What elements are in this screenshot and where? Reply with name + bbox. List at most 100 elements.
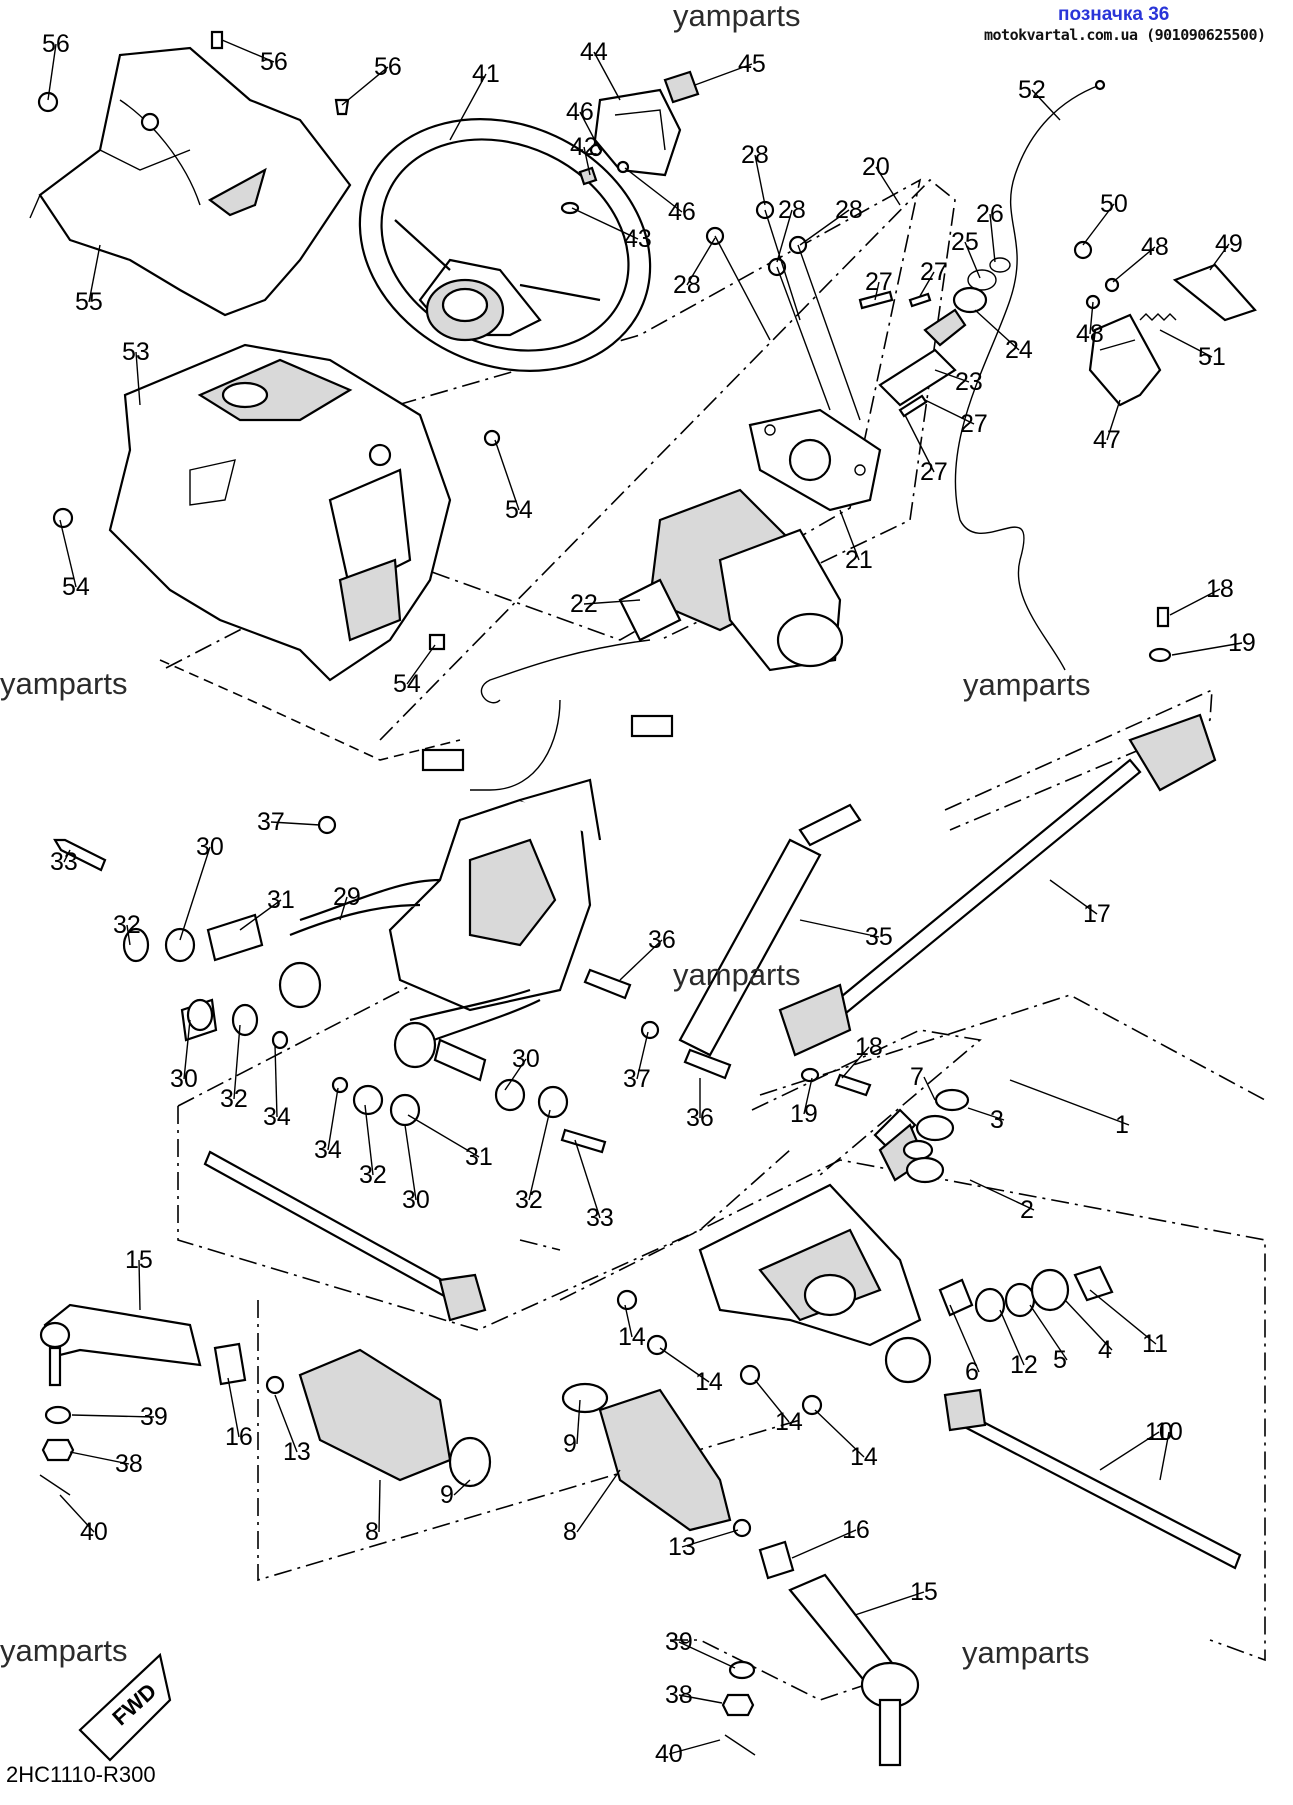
callout-5: 5	[1053, 1346, 1067, 1374]
leader-line-39	[678, 1641, 736, 1669]
callout-34: 34	[314, 1136, 342, 1164]
leader-line-14	[659, 1347, 710, 1383]
leader-line-10	[1159, 1431, 1170, 1481]
leader-line-19	[803, 1077, 813, 1115]
bolt-part-27	[858, 290, 932, 418]
callout-16: 16	[225, 1423, 253, 1451]
watermark-bottom-left: yamparts	[0, 1633, 128, 1668]
leader-line-29	[339, 896, 348, 921]
callout-14: 14	[695, 1368, 723, 1396]
callout-28: 28	[778, 196, 806, 224]
leader-line-45	[694, 63, 753, 86]
spring-part-51	[1139, 313, 1177, 321]
callout-40: 40	[80, 1518, 108, 1546]
bolt-part-33	[53, 838, 607, 1154]
leader-line-31	[239, 899, 282, 931]
callout-21: 21	[845, 546, 873, 574]
watermark-top: yamparts	[673, 0, 801, 33]
leader-line-54	[406, 644, 436, 685]
leader-line-48	[1089, 301, 1094, 335]
steering-rack-part-1	[698, 1108, 932, 1384]
callout-54: 54	[505, 496, 533, 524]
callout-14: 14	[618, 1323, 646, 1351]
leader-line-22	[583, 599, 641, 605]
callout-28: 28	[673, 271, 701, 299]
leader-line-49	[1209, 243, 1230, 271]
callout-6: 6	[965, 1358, 979, 1386]
callout-7: 7	[910, 1063, 924, 1091]
leader-line-17	[1049, 879, 1098, 915]
leader-line-40	[668, 1739, 721, 1755]
column-mount-bracket	[278, 778, 602, 1069]
upper-cover-part-55	[29, 46, 352, 317]
callout-28: 28	[741, 141, 769, 169]
watermark-bottom-right: yamparts	[962, 1635, 1090, 1670]
eps-unit-part-22	[421, 488, 844, 791]
leader-line-56	[341, 66, 389, 106]
callout-25: 25	[951, 228, 979, 256]
callout-8: 8	[365, 1518, 379, 1546]
leader-line-30	[183, 1019, 191, 1080]
leader-line-54	[494, 439, 520, 511]
leader-line-36	[619, 939, 663, 981]
callout-33: 33	[586, 1204, 614, 1232]
leader-line-30	[404, 1124, 417, 1201]
callout-36: 36	[648, 926, 676, 954]
callout-32: 32	[515, 1186, 543, 1214]
leader-line-38	[69, 1451, 130, 1465]
callout-41: 41	[472, 60, 500, 88]
callout-30: 30	[402, 1186, 430, 1214]
leader-line-37	[636, 1031, 649, 1080]
leader-line-28	[799, 209, 850, 246]
callout-29: 29	[333, 883, 361, 911]
leader-line-11	[1089, 1289, 1157, 1345]
callout-22: 22	[570, 590, 598, 618]
leader-line-31	[407, 1114, 480, 1158]
leader-line-30	[504, 1058, 527, 1091]
leader-line-35	[799, 919, 880, 938]
callout-52: 52	[1018, 76, 1046, 104]
leader-line-18	[1169, 588, 1221, 616]
circlip-part-25-26	[967, 257, 1011, 291]
callout-30: 30	[512, 1045, 540, 1073]
callout-3: 3	[990, 1106, 1004, 1134]
callout-43: 43	[624, 225, 652, 253]
leader-line-32	[126, 924, 131, 946]
leader-line-54	[59, 519, 77, 588]
callout-40: 40	[655, 1740, 683, 1768]
leader-line-8	[378, 1479, 381, 1533]
leader-line-14	[624, 1304, 633, 1338]
callout-23: 23	[955, 368, 983, 396]
leader-line-5	[1029, 1304, 1068, 1361]
callout-47: 47	[1093, 426, 1121, 454]
leader-line-16	[227, 1377, 240, 1438]
leader-line-23	[934, 369, 970, 383]
bolt-part-28	[705, 200, 861, 421]
callout-45: 45	[738, 50, 766, 78]
leader-line-14	[814, 1409, 865, 1458]
leader-line-26	[989, 213, 996, 263]
tie-rod-part-10	[203, 1150, 1242, 1570]
boot-part-8	[298, 1348, 732, 1532]
callout-27: 27	[865, 268, 893, 296]
leader-line-40	[59, 1494, 95, 1533]
pedal-bracket-part-47	[1088, 313, 1162, 407]
leader-line-41	[449, 73, 487, 141]
callout-53: 53	[122, 338, 150, 366]
clip-part-54	[52, 429, 501, 651]
nut-part-37	[317, 815, 660, 1040]
callout-15: 15	[910, 1578, 938, 1606]
leader-line-32	[528, 1109, 551, 1201]
callout-48: 48	[1076, 320, 1104, 348]
leader-line-14	[754, 1379, 790, 1423]
leader-line-51	[1159, 329, 1213, 358]
callout-39: 39	[140, 1403, 168, 1431]
callout-46: 46	[668, 198, 696, 226]
assembly-outline-bracket	[751, 688, 1213, 1176]
leader-line-9	[453, 1479, 471, 1496]
callout-24: 24	[1005, 336, 1033, 364]
leader-line-27	[919, 271, 935, 297]
callout-37: 37	[623, 1065, 651, 1093]
leader-line-38	[678, 1694, 723, 1704]
callout-18: 18	[855, 1033, 883, 1061]
